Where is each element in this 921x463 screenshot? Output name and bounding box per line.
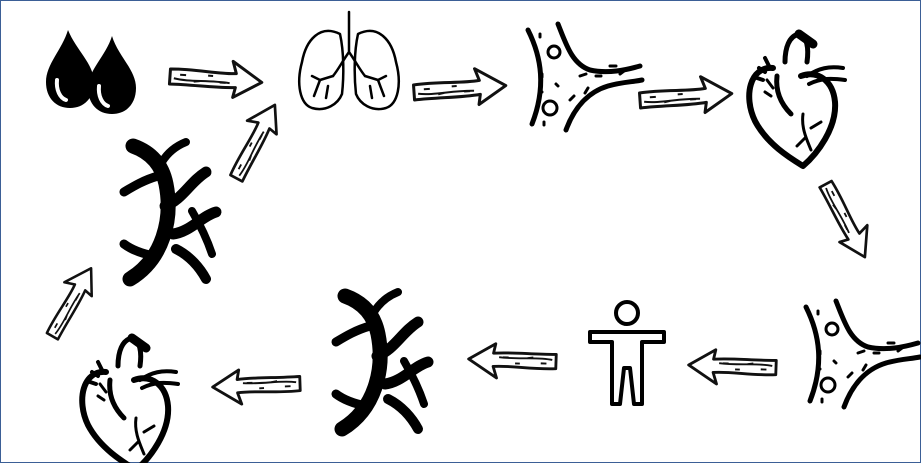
vein-branch-icon	[124, 142, 216, 279]
arrow-vessel-to-body	[688, 349, 777, 386]
blood-vessel-icon	[806, 301, 920, 407]
arrow-veins-to-heart	[212, 368, 301, 405]
arrow-body-to-veins	[468, 343, 557, 380]
blood-vessel-icon	[528, 24, 642, 130]
human-body-icon	[590, 302, 664, 404]
arrow-veins-to-lungs	[221, 97, 288, 185]
arrow-lungs-to-vessel	[413, 67, 507, 109]
vein-branch-icon	[336, 292, 428, 429]
arrow-blood-to-lungs	[169, 57, 263, 99]
arrow-vessel-to-heart	[639, 75, 733, 117]
arrow-heart-to-veins	[38, 260, 104, 343]
lungs-icon	[299, 12, 399, 109]
blood-drops-icon	[46, 30, 136, 114]
heart-icon	[749, 34, 845, 166]
heart-icon	[82, 338, 178, 463]
arrow-heart-to-vessel	[812, 176, 879, 264]
